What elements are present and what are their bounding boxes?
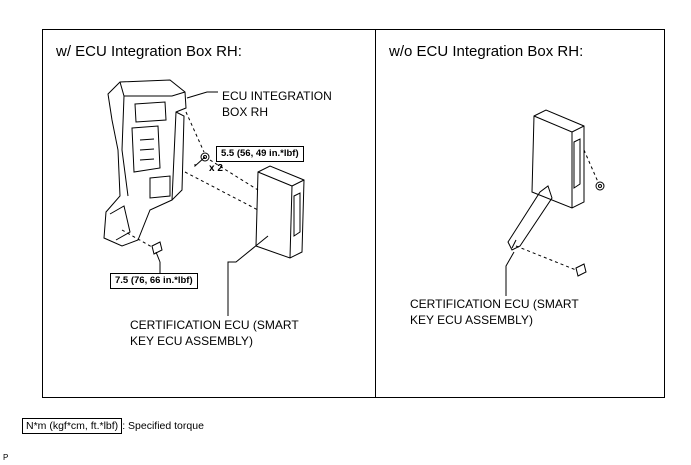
right-ecu-label-line1: CERTIFICATION ECU (SMART — [410, 297, 579, 311]
ecu-integration-box-drawing — [103, 79, 187, 247]
certification-ecu-right-drawing — [507, 109, 605, 277]
right-ecu-label-line2: KEY ECU ASSEMBLY) — [410, 313, 533, 327]
integration-box-label: ECU INTEGRATION BOX RH — [222, 88, 332, 120]
right-panel: w/o ECU Integration Box RH: — [375, 29, 665, 398]
alignment-lines-right — [515, 149, 599, 271]
leaders-right — [505, 251, 515, 296]
quantity-label: x 2 — [209, 163, 223, 174]
right-ecu-label: CERTIFICATION ECU (SMART KEY ECU ASSEMBL… — [410, 296, 579, 328]
alignment-lines-left — [121, 111, 259, 248]
footer-code: P — [3, 453, 9, 462]
integration-box-label-line2: BOX RH — [222, 105, 269, 119]
integration-box-label-line1: ECU INTEGRATION — [222, 89, 332, 103]
torque-spec-lower: 7.5 (76, 66 in.*lbf) — [110, 273, 198, 289]
left-ecu-label-line1: CERTIFICATION ECU (SMART — [130, 318, 299, 332]
right-panel-title: w/o ECU Integration Box RH: — [389, 43, 584, 60]
fasteners-left — [151, 152, 210, 263]
torque-spec-upper: 5.5 (56, 49 in.*lbf) — [216, 146, 304, 162]
legend-unit-box: N*m (kgf*cm, ft.*lbf) — [22, 418, 123, 434]
legend-description: : Specified torque — [122, 420, 204, 432]
left-ecu-label-line2: KEY ECU ASSEMBLY) — [130, 334, 253, 348]
left-panel-title: w/ ECU Integration Box RH: — [56, 43, 242, 60]
left-ecu-label: CERTIFICATION ECU (SMART KEY ECU ASSEMBL… — [130, 317, 299, 349]
torque-legend: N*m (kgf*cm, ft.*lbf) : Specified torque — [22, 418, 204, 434]
